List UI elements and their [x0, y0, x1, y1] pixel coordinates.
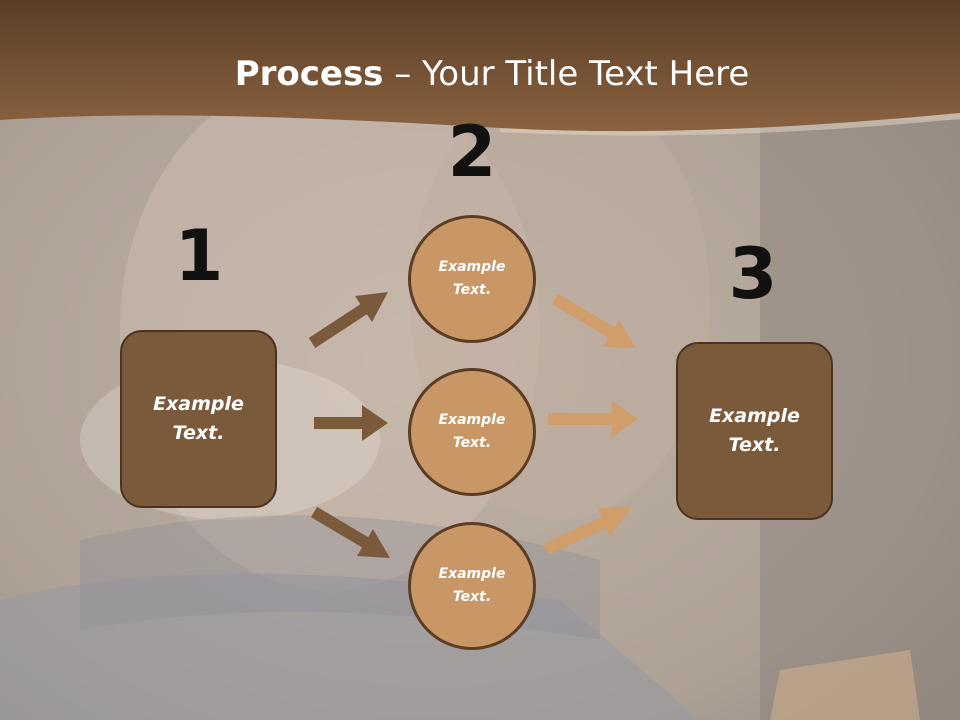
- title-bold: Process: [234, 54, 384, 94]
- arrow-box-to-circle-2: [314, 405, 388, 441]
- step-number-1: 1: [174, 215, 224, 297]
- slide-title: Process – Your Title Text Here: [0, 52, 960, 96]
- right-box-line2: Text.: [728, 434, 781, 456]
- circle-1-line2: Text.: [452, 282, 492, 298]
- circle-2-line2: Text.: [452, 435, 492, 451]
- circle-3-line1: Example: [438, 566, 506, 582]
- step-number-2: 2: [447, 111, 497, 193]
- arrow-box-to-circle-1: [308, 292, 388, 349]
- title-rest: – Your Title Text Here: [383, 54, 750, 94]
- right-box-line1: Example: [709, 405, 800, 427]
- arrow-box-to-circle-3: [310, 506, 390, 558]
- header-band: [0, 0, 960, 136]
- arrow-circle-2-to-box: [548, 401, 638, 437]
- left-box-line2: Text.: [172, 422, 225, 444]
- left-box-line1: Example: [153, 393, 244, 415]
- circle-2-line1: Example: [438, 412, 506, 428]
- circle-3-line2: Text.: [452, 589, 492, 605]
- circle-1-line1: Example: [438, 259, 506, 275]
- arrow-circle-1-to-box: [551, 293, 636, 348]
- step-number-3: 3: [728, 233, 778, 315]
- arrow-circle-3-to-box: [543, 507, 632, 555]
